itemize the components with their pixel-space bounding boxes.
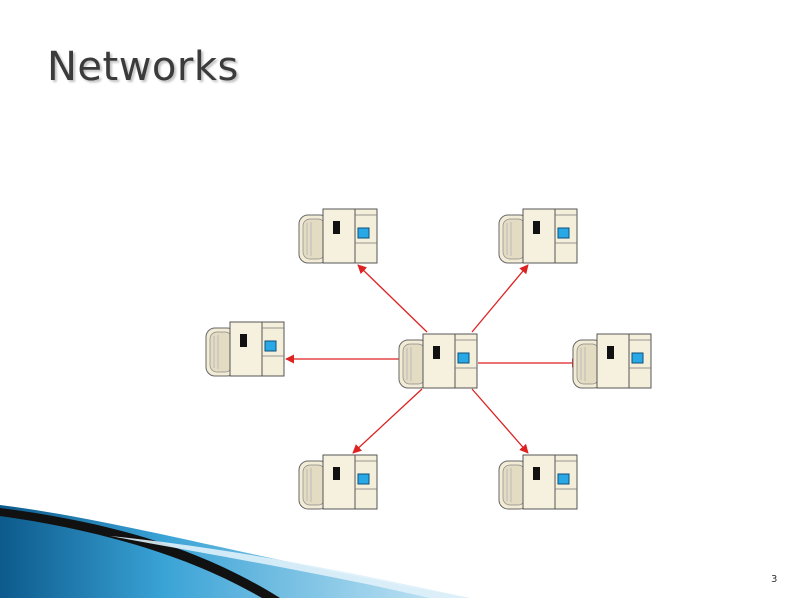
computer-icon-bottom-right	[499, 455, 577, 509]
link-hub-bottom-left	[353, 389, 422, 453]
computer-icon-bottom-left	[299, 455, 377, 509]
computer-icon-top-right	[499, 209, 577, 263]
page-title: Networks	[47, 44, 239, 90]
computer-icon-right	[573, 334, 651, 388]
link-hub-top-right	[472, 265, 528, 332]
link-hub-top-left	[358, 265, 427, 332]
link-hub-bottom-right	[472, 389, 528, 453]
page-number: 3	[771, 574, 777, 585]
computer-icon-hub	[399, 334, 477, 388]
computer-icon-left	[206, 322, 284, 376]
computer-icon-top-left	[299, 209, 377, 263]
